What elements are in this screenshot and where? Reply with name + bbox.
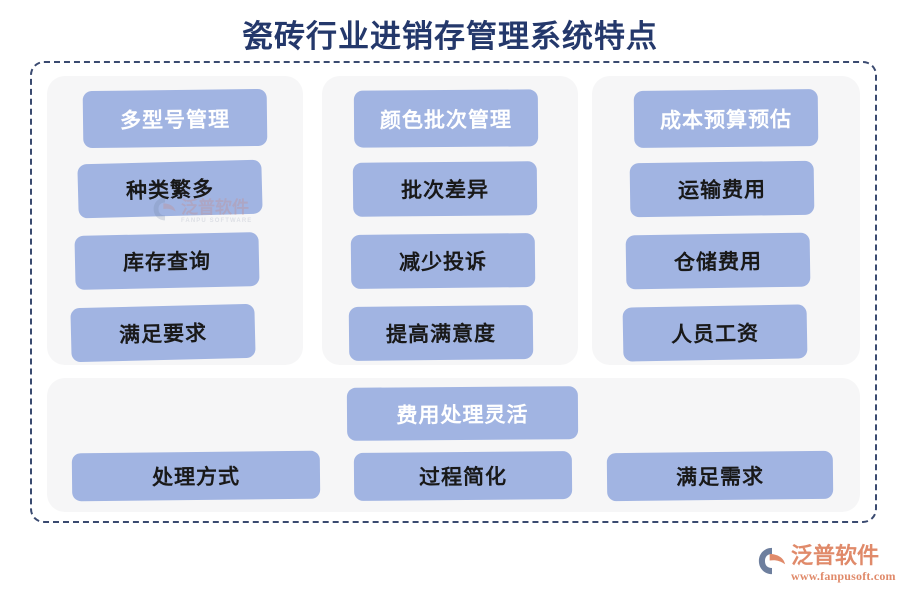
column-2-item-1[interactable]: 批次差异 <box>352 161 538 217</box>
page-title: 瓷砖行业进销存管理系统特点 <box>242 19 658 54</box>
column-2-item-3[interactable]: 提高满意度 <box>348 305 534 361</box>
column-2-header-chip[interactable]: 颜色批次管理 <box>353 89 539 148</box>
feature-column-3: 成本预算预估 运输费用 仓储费用 人员工资 <box>592 76 860 365</box>
feature-row-bottom: 费用处理灵活 处理方式 过程简化 满足需求 <box>47 378 860 512</box>
brand-name: 泛普软件 <box>791 543 880 568</box>
bottom-item-1[interactable]: 处理方式 <box>71 450 321 502</box>
brand-url: www.fanpusoft.com <box>791 569 896 583</box>
fanpu-logo-icon <box>757 546 787 581</box>
column-1-item-3[interactable]: 满足要求 <box>70 303 256 363</box>
bottom-item-3[interactable]: 满足需求 <box>606 450 834 502</box>
brand-text: 泛普软件 www.fanpusoft.com <box>791 543 896 583</box>
column-1-item-1[interactable]: 种类繁多 <box>77 159 263 219</box>
column-3-item-2[interactable]: 仓储费用 <box>625 232 811 290</box>
column-3-header-chip[interactable]: 成本预算预估 <box>633 89 819 148</box>
feature-columns: 多型号管理 种类繁多 库存查询 满足要求 颜色批次管理 批次差异 减少投诉 提高… <box>47 76 860 365</box>
feature-column-2: 颜色批次管理 批次差异 减少投诉 提高满意度 <box>322 76 578 365</box>
column-1-header-chip[interactable]: 多型号管理 <box>82 88 268 149</box>
column-3-item-3[interactable]: 人员工资 <box>622 304 808 362</box>
dashed-frame <box>30 61 877 523</box>
column-2-item-2[interactable]: 减少投诉 <box>350 233 536 289</box>
column-1-item-2[interactable]: 库存查询 <box>74 232 260 290</box>
column-3-item-1[interactable]: 运输费用 <box>629 160 815 218</box>
brand-logo: 泛普软件 www.fanpusoft.com <box>757 545 896 591</box>
bottom-header-chip[interactable]: 费用处理灵活 <box>346 386 579 441</box>
feature-column-1: 多型号管理 种类繁多 库存查询 满足要求 <box>47 76 303 365</box>
bottom-item-2[interactable]: 过程简化 <box>353 451 573 501</box>
